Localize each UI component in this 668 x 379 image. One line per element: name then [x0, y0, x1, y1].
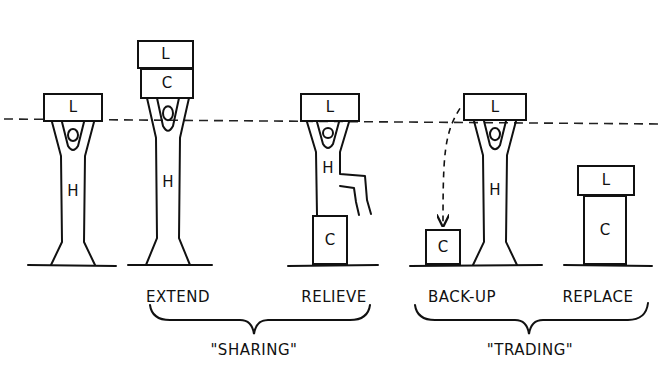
- person-body: [473, 121, 517, 265]
- node-letter: L: [69, 99, 77, 116]
- node-letter: H: [489, 182, 500, 199]
- node-letter: C: [162, 75, 172, 92]
- person-body: [307, 122, 371, 215]
- person-head: [68, 129, 78, 141]
- node-letter: L: [326, 99, 334, 116]
- strategy-label: BACK-UP: [428, 288, 496, 306]
- load-box: C: [583, 195, 627, 265]
- load-box: L: [137, 40, 194, 69]
- brackets: [150, 303, 648, 334]
- person-head: [490, 128, 500, 140]
- strategy-label: REPLACE: [562, 288, 633, 306]
- node-letter: L: [602, 172, 610, 189]
- node-letter: C: [325, 232, 335, 249]
- node-letter: H: [322, 160, 333, 177]
- load-box: C: [312, 215, 348, 265]
- node-letter: L: [491, 99, 499, 116]
- node-letter: H: [162, 174, 173, 191]
- person-figure: H: [48, 122, 98, 265]
- person-body: [146, 98, 190, 265]
- load-box: C: [140, 68, 194, 99]
- load-box: L: [43, 93, 103, 122]
- ground-lines: [28, 265, 652, 266]
- load-box: C: [425, 229, 461, 265]
- load-box: L: [300, 93, 360, 122]
- person-body: [51, 122, 95, 265]
- person-head: [323, 128, 333, 138]
- group-label: "SHARING": [210, 341, 297, 359]
- node-letter: L: [161, 46, 169, 63]
- person-figure: H: [470, 121, 520, 265]
- load-box: L: [463, 93, 527, 121]
- node-letter: C: [438, 239, 448, 256]
- strategy-label: RELIEVE: [301, 288, 366, 306]
- dotted-arrow: [443, 108, 460, 226]
- person-figure: H: [143, 98, 193, 265]
- load-box: L: [577, 165, 635, 196]
- person-outline: [303, 122, 373, 217]
- node-letter: C: [600, 222, 610, 239]
- strategy-label: EXTEND: [146, 288, 210, 306]
- person-figure: H: [303, 122, 373, 217]
- group-label: "TRADING": [487, 341, 573, 359]
- person-head: [163, 106, 173, 120]
- node-letter: H: [67, 183, 78, 200]
